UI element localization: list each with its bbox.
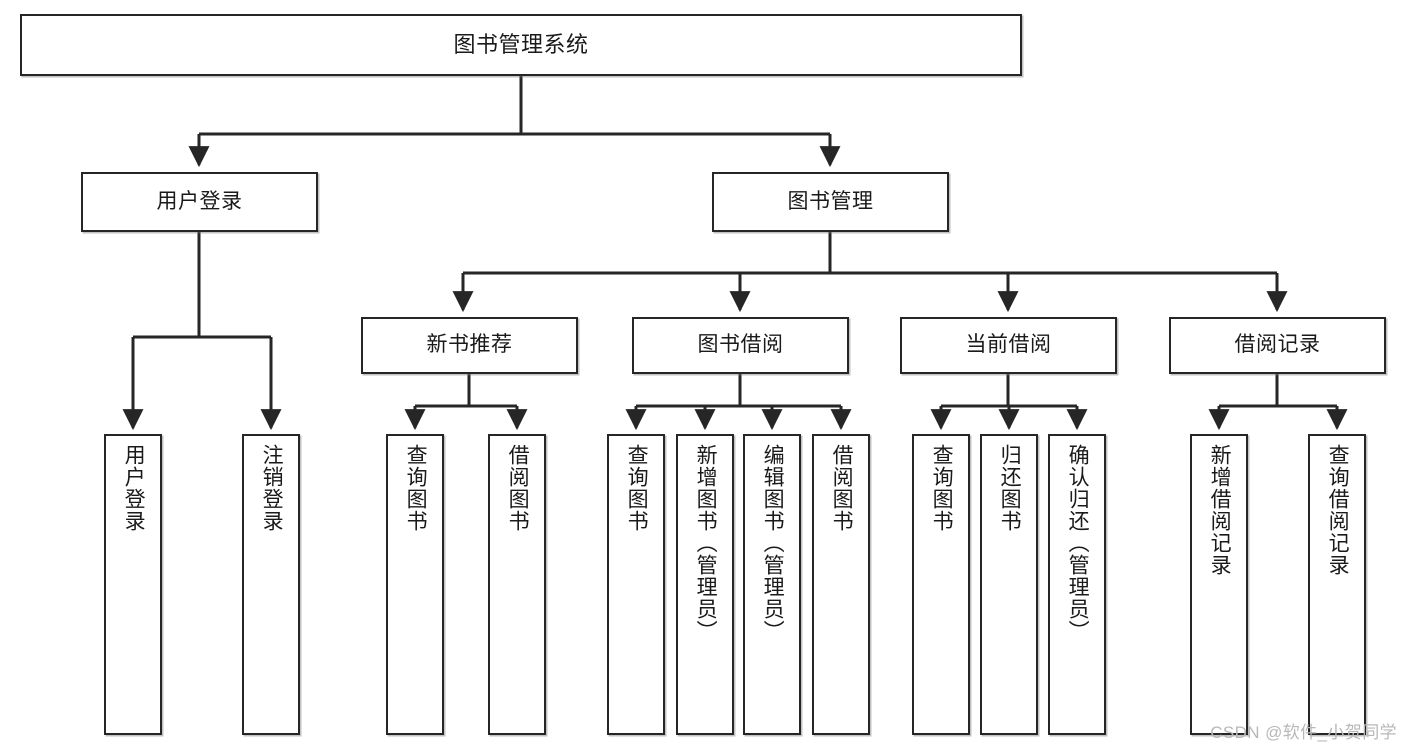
node-leaf-borrow-book-1-label: 借阅图书 <box>506 444 530 532</box>
node-borrow-record-label: 借阅记录 <box>1234 333 1321 357</box>
node-leaf-query-record[interactable]: 查询借阅记录 <box>1308 434 1366 735</box>
node-book-manage[interactable]: 图书管理 <box>712 172 949 232</box>
node-user-login[interactable]: 用户登录 <box>81 172 318 232</box>
node-leaf-query-book-1-label: 查询图书 <box>404 444 428 532</box>
node-user-login-label: 用户登录 <box>156 189 243 213</box>
node-leaf-query-book-1[interactable]: 查询图书 <box>386 434 444 735</box>
watermark-text: CSDN @软件_小贺同学 <box>1210 723 1397 742</box>
node-leaf-edit-book[interactable]: 编辑图书（管理员） <box>743 434 801 735</box>
node-leaf-borrow-book-2[interactable]: 借阅图书 <box>812 434 870 735</box>
node-leaf-user-login[interactable]: 用户登录 <box>104 434 162 735</box>
node-leaf-confirm-return[interactable]: 确认归还（管理员） <box>1048 434 1106 735</box>
node-borrow-record[interactable]: 借阅记录 <box>1169 317 1386 374</box>
node-leaf-query-book-2[interactable]: 查询图书 <box>607 434 665 735</box>
node-leaf-add-record[interactable]: 新增借阅记录 <box>1190 434 1248 735</box>
node-book-manage-label: 图书管理 <box>787 189 874 213</box>
node-leaf-edit-book-label: 编辑图书（管理员） <box>761 444 785 642</box>
node-leaf-return-book-label: 归还图书 <box>998 444 1022 532</box>
node-root[interactable]: 图书管理系统 <box>20 14 1022 76</box>
node-book-borrow[interactable]: 图书借阅 <box>632 317 849 374</box>
node-leaf-logout-login[interactable]: 注销登录 <box>242 434 300 735</box>
node-leaf-query-record-label: 查询借阅记录 <box>1326 444 1350 576</box>
node-leaf-logout-login-label: 注销登录 <box>260 444 284 532</box>
node-root-label: 图书管理系统 <box>453 32 589 58</box>
node-leaf-add-record-label: 新增借阅记录 <box>1208 444 1232 576</box>
node-leaf-query-book-2-label: 查询图书 <box>625 444 649 532</box>
node-current-borrow[interactable]: 当前借阅 <box>900 317 1117 374</box>
node-leaf-query-book-3-label: 查询图书 <box>930 444 954 532</box>
node-book-borrow-label: 图书借阅 <box>697 333 784 357</box>
node-current-borrow-label: 当前借阅 <box>965 333 1052 357</box>
node-leaf-borrow-book-1[interactable]: 借阅图书 <box>488 434 546 735</box>
node-leaf-return-book[interactable]: 归还图书 <box>980 434 1038 735</box>
node-new-book-recommend[interactable]: 新书推荐 <box>361 317 578 374</box>
node-leaf-add-book[interactable]: 新增图书（管理员） <box>676 434 734 735</box>
node-leaf-add-book-label: 新增图书（管理员） <box>694 444 718 642</box>
node-leaf-query-book-3[interactable]: 查询图书 <box>912 434 970 735</box>
node-leaf-confirm-return-label: 确认归还（管理员） <box>1066 444 1090 642</box>
node-new-book-recommend-label: 新书推荐 <box>426 333 513 357</box>
node-leaf-borrow-book-2-label: 借阅图书 <box>830 444 854 532</box>
node-leaf-user-login-label: 用户登录 <box>122 444 146 532</box>
